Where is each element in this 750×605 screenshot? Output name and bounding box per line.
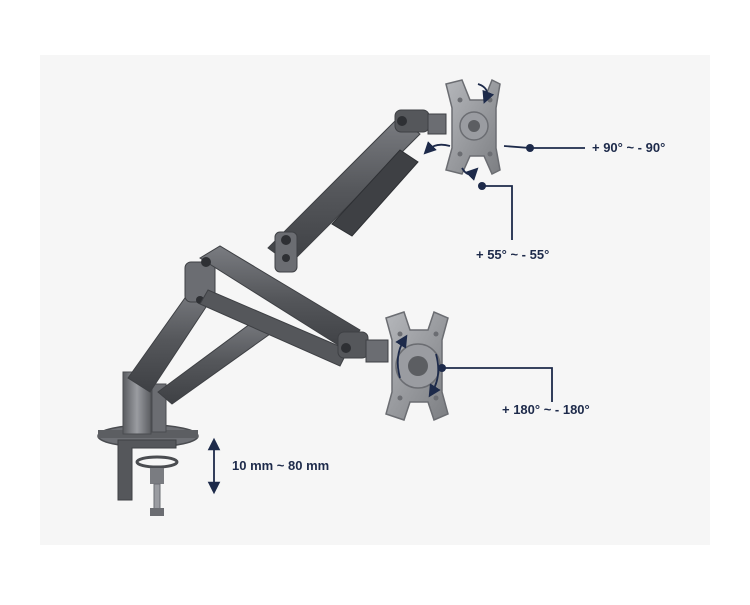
rotation-arrow-icon (395, 334, 408, 379)
rotation-range-label: + 180° ~ - 180° (502, 402, 590, 417)
tilt-callout-dot (526, 144, 534, 152)
joint-lower-tip (341, 343, 351, 353)
clamp-screw (153, 483, 161, 513)
callout-dots (438, 144, 534, 372)
upper-arm (267, 109, 447, 273)
callout-graphics (207, 83, 585, 495)
joint-lower-base (201, 257, 211, 267)
joint-upper-tip (397, 116, 407, 126)
tilt-range-label: + 90° ~ - 90° (592, 140, 666, 155)
clamp-range-label: 10 mm ~ 80 mm (232, 458, 330, 473)
tilt-arrow-icon (477, 83, 495, 104)
background-band (40, 55, 710, 545)
rotation-callout-dot (438, 364, 446, 372)
clamp-body (117, 439, 177, 501)
swivel-arrow-icon (423, 141, 451, 155)
joint-upper-base (281, 235, 291, 245)
clamp-pad (135, 455, 179, 469)
swivel-range-label: + 55° ~ - 55° (476, 247, 550, 262)
swivel-callout-dot (478, 182, 486, 190)
lower-arm (199, 245, 389, 367)
